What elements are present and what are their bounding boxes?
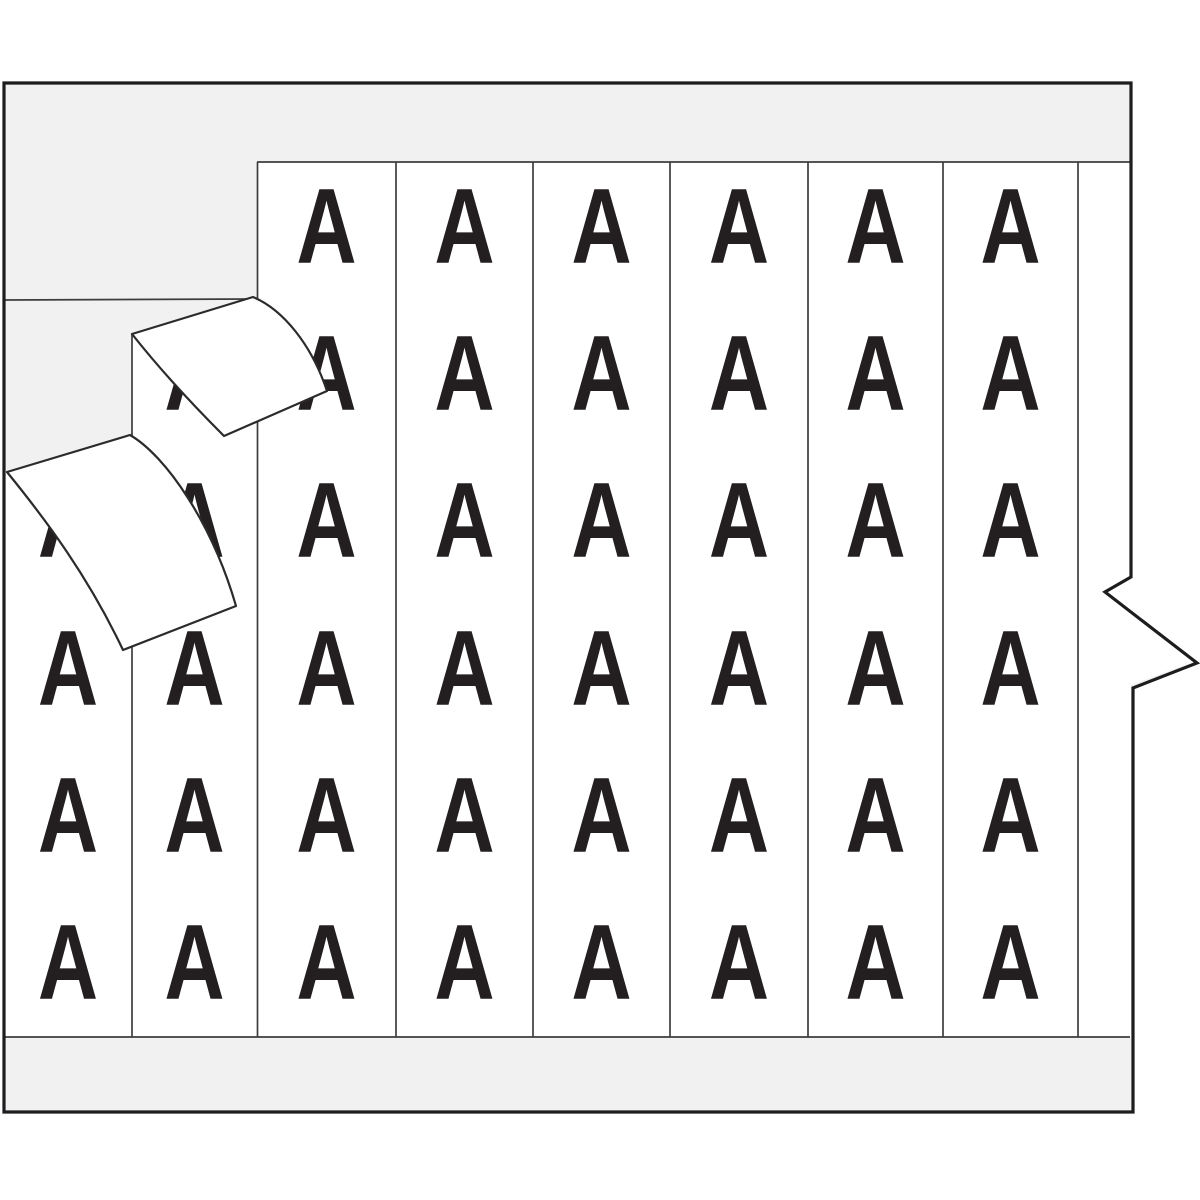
marker-letter: A: [38, 609, 98, 728]
card-border: [2, 81, 1200, 1114]
marker-letter: A: [571, 903, 631, 1022]
peeled-area-column-1: [4, 300, 132, 473]
marker-letter: A: [434, 167, 494, 286]
marker-letter: A: [38, 756, 98, 875]
marker-letter: A: [571, 167, 631, 286]
marker-letter: A: [164, 903, 224, 1022]
marker-letter: A: [845, 167, 905, 286]
left-row-cut-line: [3, 298, 254, 301]
marker-letter: A: [845, 609, 905, 728]
marker-letter: A: [571, 461, 631, 580]
marker-letter: A: [296, 167, 356, 286]
marker-letter: A: [845, 461, 905, 580]
marker-letter: A: [434, 609, 494, 728]
marker-letter: A: [980, 609, 1040, 728]
marker-letter: A: [709, 314, 769, 433]
marker-letter: A: [296, 609, 356, 728]
card-notch-interior: [1107, 579, 1193, 685]
marker-letter: A: [296, 903, 356, 1022]
marker-letter: A: [980, 756, 1040, 875]
marker-letter: A: [980, 903, 1040, 1022]
marker-letter: A: [709, 609, 769, 728]
marker-letter: A: [571, 314, 631, 433]
peeling-label-top: [130, 295, 329, 438]
marker-letter: A: [980, 167, 1040, 286]
marker-letter: A: [845, 314, 905, 433]
marker-letter: A: [980, 461, 1040, 580]
marker-letter: A: [845, 756, 905, 875]
marker-letter: A: [164, 756, 224, 875]
peeling-label-bottom: [5, 433, 238, 652]
marker-letter: A: [434, 756, 494, 875]
marker-letter: A: [709, 903, 769, 1022]
marker-letter: A: [980, 314, 1040, 433]
marker-letter: A: [845, 903, 905, 1022]
marker-letter: A: [434, 461, 494, 580]
marker-letter: A: [296, 756, 356, 875]
marker-letter: A: [571, 609, 631, 728]
marker-letter: A: [709, 167, 769, 286]
marker-letter: A: [571, 756, 631, 875]
marker-letter: A: [709, 756, 769, 875]
marker-letter: A: [38, 903, 98, 1022]
marker-letter: A: [434, 903, 494, 1022]
die-cut-lines: [3, 161, 1130, 1038]
label-sheet: [257, 162, 1131, 1037]
marker-letter: A: [434, 314, 494, 433]
marker-letter: A: [296, 461, 356, 580]
marker-letter: A: [709, 461, 769, 580]
